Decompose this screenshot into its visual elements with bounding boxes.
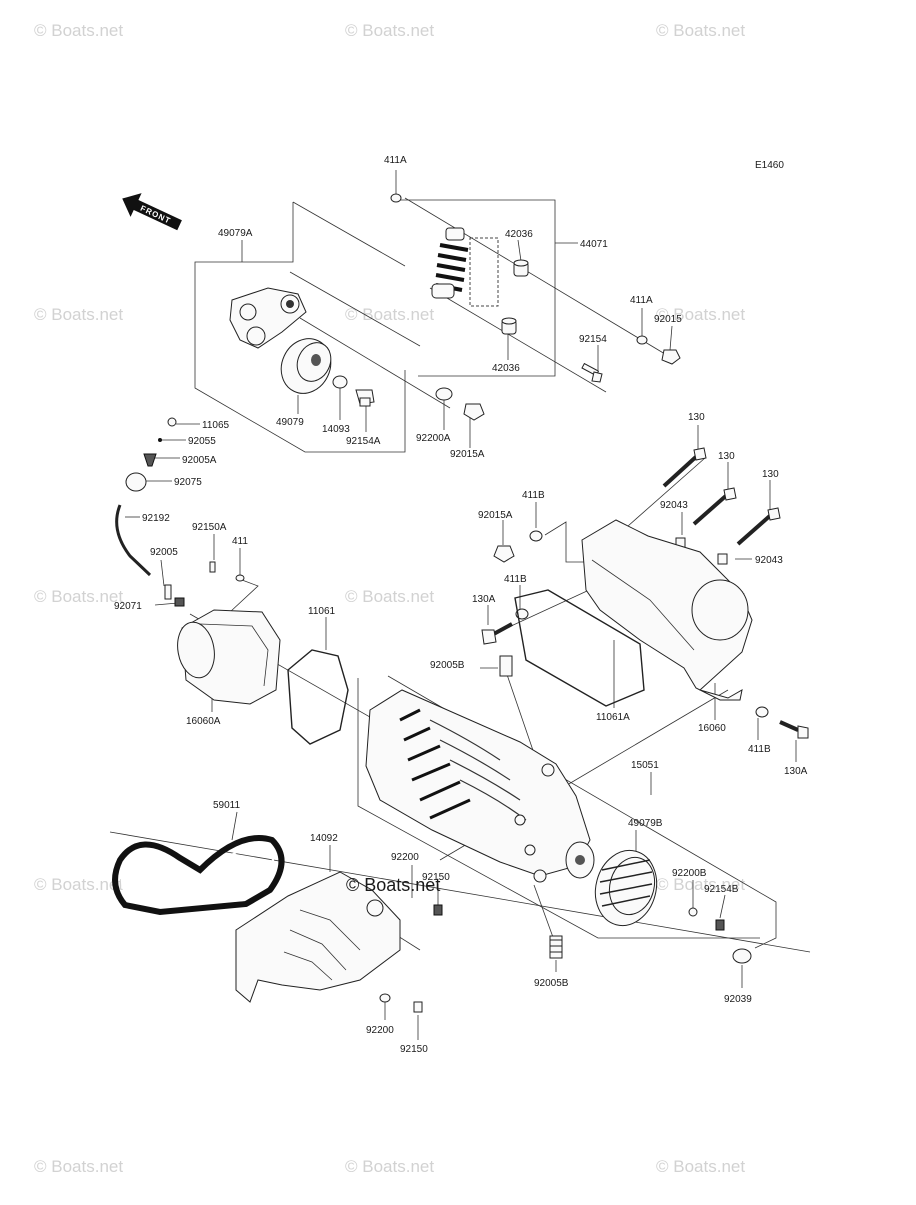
label-130-a: 130 — [688, 412, 705, 423]
bolt-icon — [662, 447, 781, 546]
belt-icon — [112, 835, 285, 916]
watermark: © Boats.net — [656, 1157, 745, 1176]
label-92150-top: 92150 — [422, 872, 450, 883]
label-92154b: 92154B — [704, 884, 739, 895]
label-92200a: 92200A — [416, 433, 451, 444]
label-92055: 92055 — [188, 436, 216, 447]
label-59011: 59011 — [213, 800, 241, 811]
drive-pulley-icon — [594, 849, 658, 927]
watermark: © Boats.net — [34, 305, 123, 324]
bolt-icon — [481, 622, 513, 645]
label-16060a: 16060A — [186, 716, 221, 727]
shock-absorber-icon — [431, 227, 499, 307]
watermark: © Boats.net — [656, 305, 745, 324]
tensioner-arm-icon — [229, 287, 307, 349]
label-92005b-top: 92005B — [430, 660, 465, 671]
part-shapes — [112, 193, 809, 1013]
bushing-icon — [501, 259, 529, 335]
label-411a-right: 411A — [630, 295, 653, 306]
label-42036-top: 42036 — [505, 229, 533, 240]
label-411a-top: 411A — [384, 155, 407, 166]
watermark: © Boats.net — [34, 587, 123, 606]
label-411b-top: 411B — [522, 490, 545, 501]
label-49079a: 49079A — [218, 228, 253, 239]
label-92154: 92154 — [579, 334, 607, 345]
watermark: © Boats.net — [656, 21, 745, 40]
label-44071: 44071 — [580, 239, 608, 250]
supercharger-icon — [365, 689, 595, 883]
label-92200b: 92200B — [672, 868, 707, 879]
watermark: © Boats.net — [34, 21, 123, 40]
label-92192: 92192 — [142, 513, 170, 524]
watermark-center: © Boats.net — [346, 875, 440, 895]
label-411b-right: 411B — [748, 744, 771, 755]
bolt-icon — [581, 362, 603, 383]
label-92043-b: 92043 — [755, 555, 783, 566]
label-11061a: 11061A — [596, 712, 630, 723]
label-411: 411 — [232, 536, 248, 547]
label-14093: 14093 — [322, 424, 350, 435]
bolt-icon — [779, 720, 809, 739]
label-92200-top: 92200 — [391, 852, 419, 863]
label-130a-left: 130A — [472, 594, 496, 605]
manifold-icon — [581, 519, 753, 701]
label-92150-bottom: 92150 — [400, 1044, 428, 1055]
label-92071: 92071 — [114, 601, 142, 612]
idler-pulley-icon — [280, 338, 332, 394]
watermark: © Boats.net — [656, 875, 745, 894]
label-49079b: 49079B — [628, 818, 663, 829]
label-11061: 11061 — [308, 606, 336, 617]
watermark: © Boats.net — [345, 587, 434, 606]
label-14092: 14092 — [310, 833, 338, 844]
label-92154a: 92154A — [346, 436, 381, 447]
watermark: © Boats.net — [345, 1157, 434, 1176]
label-42036-bottom: 42036 — [492, 363, 520, 374]
bolt-icon — [355, 389, 375, 407]
label-92075: 92075 — [174, 477, 202, 488]
watermark: © Boats.net — [34, 875, 123, 894]
label-11065: 11065 — [202, 420, 230, 431]
label-411b-mid: 411B — [504, 574, 527, 585]
label-92039: 92039 — [724, 994, 752, 1005]
label-16060: 16060 — [698, 723, 726, 734]
label-92015a-top: 92015A — [450, 449, 485, 460]
part-labels: 411A 42036 44071 49079A 411A 92015 92154… — [114, 155, 808, 1055]
label-15051: 15051 — [631, 760, 659, 771]
label-130a-right: 130A — [784, 766, 808, 777]
watermark: © Boats.net — [34, 1157, 123, 1176]
belt-cover-icon — [235, 871, 401, 1003]
label-92005b-bottom: 92005B — [534, 978, 569, 989]
label-130-c: 130 — [762, 469, 779, 480]
label-92005: 92005 — [150, 547, 178, 558]
diagram-code: E1460 — [755, 160, 784, 171]
leader-lines — [109, 170, 811, 1040]
front-arrow-icon: FRONT — [122, 193, 182, 231]
label-49079: 49079 — [276, 417, 304, 428]
label-92015: 92015 — [654, 314, 682, 325]
watermark: © Boats.net — [345, 21, 434, 40]
label-92043-a: 92043 — [660, 500, 688, 511]
watermark: © Boats.net — [345, 305, 434, 324]
label-92005a: 92005A — [182, 455, 217, 466]
label-92015a-mid: 92015A — [478, 510, 513, 521]
label-92150a: 92150A — [192, 522, 227, 533]
cover-icon — [177, 609, 281, 705]
label-130-b: 130 — [718, 451, 735, 462]
label-92200-bottom: 92200 — [366, 1025, 394, 1036]
